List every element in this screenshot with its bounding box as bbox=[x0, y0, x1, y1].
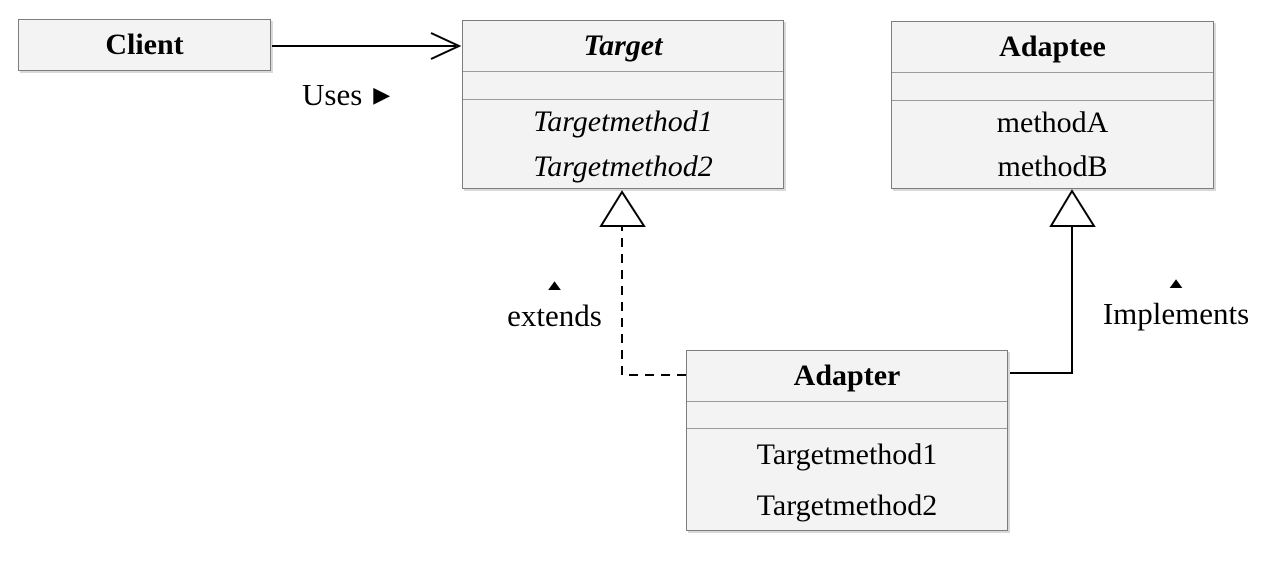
methods-section-target: Targetmethod1 Targetmethod2 bbox=[463, 99, 783, 189]
attributes-section-adapter bbox=[687, 401, 1007, 428]
method-item: Targetmethod1 bbox=[533, 105, 713, 139]
method-item: methodB bbox=[997, 150, 1108, 183]
methods-section-adaptee: methodA methodB bbox=[892, 100, 1213, 189]
class-box-adaptee: Adaptee methodA methodB bbox=[891, 21, 1214, 189]
extends-triangle-arrowhead-icon bbox=[599, 190, 646, 227]
class-name-adapter: Adapter bbox=[793, 359, 901, 392]
method-item: Targetmethod2 bbox=[756, 488, 938, 522]
extends-label: ▲ extends bbox=[492, 279, 617, 333]
methods-section-adapter: Targetmethod1 Targetmethod2 bbox=[687, 428, 1007, 531]
implements-label-text: Implements bbox=[1102, 296, 1250, 331]
extends-label-text: extends bbox=[507, 298, 602, 333]
class-name-adaptee: Adaptee bbox=[999, 30, 1106, 63]
method-item: Targetmethod1 bbox=[756, 437, 938, 471]
right-triangle-icon: ▶ bbox=[373, 82, 391, 107]
class-name-client: Client bbox=[105, 28, 184, 61]
class-box-target: Target Targetmethod1 Targetmethod2 bbox=[462, 20, 784, 189]
class-box-client: Client bbox=[18, 19, 271, 71]
class-box-adapter: Adapter Targetmethod1 Targetmethod2 bbox=[686, 350, 1008, 531]
up-triangle-icon: ▲ bbox=[1165, 276, 1187, 292]
open-arrowhead-icon bbox=[430, 32, 462, 60]
class-name-target: Target bbox=[583, 29, 663, 62]
attributes-section-adaptee bbox=[892, 72, 1213, 100]
method-item: Targetmethod2 bbox=[533, 149, 713, 183]
method-item: methodA bbox=[996, 106, 1109, 139]
attributes-section-target bbox=[463, 71, 783, 99]
uses-label-text: Uses bbox=[302, 77, 363, 112]
extends-dashed-line bbox=[621, 227, 686, 376]
implements-triangle-arrowhead-icon bbox=[1049, 189, 1096, 227]
up-triangle-icon: ▲ bbox=[543, 278, 566, 294]
implements-label: ▲ Implements bbox=[1082, 277, 1270, 331]
uses-label: Uses ▶ bbox=[302, 78, 390, 112]
implements-line bbox=[1010, 227, 1073, 374]
